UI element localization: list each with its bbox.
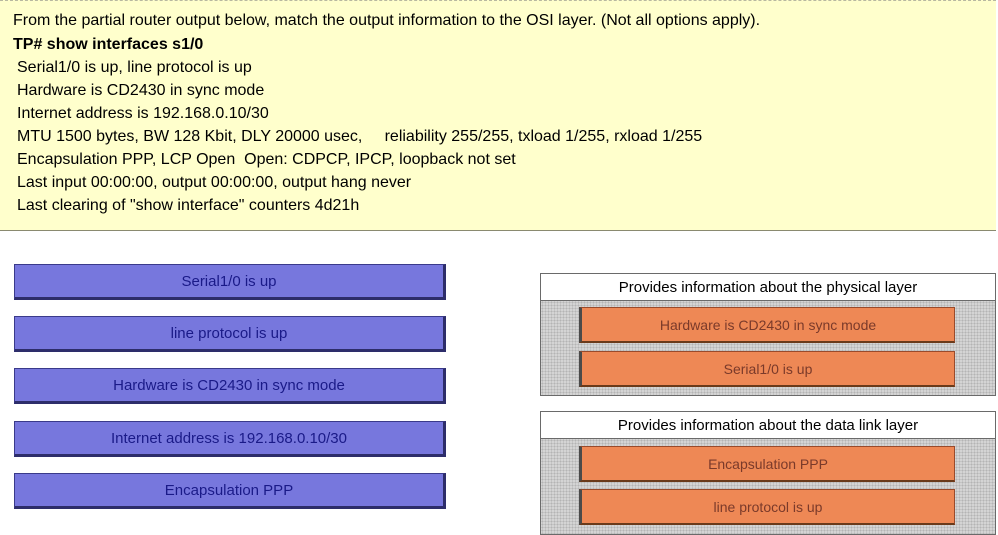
target-header-physical: Provides information about the physical … bbox=[541, 274, 995, 301]
option-encapsulation[interactable]: Encapsulation PPP bbox=[14, 473, 446, 509]
option-internet-address[interactable]: Internet address is 192.168.0.10/30 bbox=[14, 421, 446, 457]
question-instruction: From the partial router output below, ma… bbox=[13, 12, 761, 29]
target-header-data-link: Provides information about the data link… bbox=[541, 412, 995, 439]
question-panel: From the partial router output below, ma… bbox=[0, 0, 996, 231]
slot-physical-2[interactable]: Serial1/0 is up bbox=[579, 351, 955, 387]
slot-physical-1[interactable]: Hardware is CD2430 in sync mode bbox=[579, 307, 955, 343]
output-line: Last clearing of "show interface" counte… bbox=[17, 197, 360, 214]
target-physical-layer[interactable]: Provides information about the physical … bbox=[540, 273, 996, 396]
option-serial-up[interactable]: Serial1/0 is up bbox=[14, 264, 446, 300]
slot-data-link-2[interactable]: line protocol is up bbox=[579, 489, 955, 525]
command-text: show interfaces s1/0 bbox=[46, 36, 204, 53]
option-line-protocol-up[interactable]: line protocol is up bbox=[14, 316, 446, 352]
command-line: TP# show interfaces s1/0 bbox=[13, 35, 203, 55]
output-line: Serial1/0 is up, line protocol is up bbox=[17, 59, 252, 76]
output-line: Hardware is CD2430 in sync mode bbox=[17, 82, 265, 99]
slot-data-link-1[interactable]: Encapsulation PPP bbox=[579, 446, 955, 482]
option-hardware[interactable]: Hardware is CD2430 in sync mode bbox=[14, 368, 446, 404]
output-line: Last input 00:00:00, output 00:00:00, ou… bbox=[17, 174, 412, 191]
output-line: MTU 1500 bytes, BW 128 Kbit, DLY 20000 u… bbox=[17, 128, 703, 145]
output-line: Internet address is 192.168.0.10/30 bbox=[17, 105, 269, 122]
output-line: Encapsulation PPP, LCP Open Open: CDPCP,… bbox=[17, 151, 516, 168]
command-prompt: TP# bbox=[13, 36, 47, 53]
target-data-link-layer[interactable]: Provides information about the data link… bbox=[540, 411, 996, 535]
